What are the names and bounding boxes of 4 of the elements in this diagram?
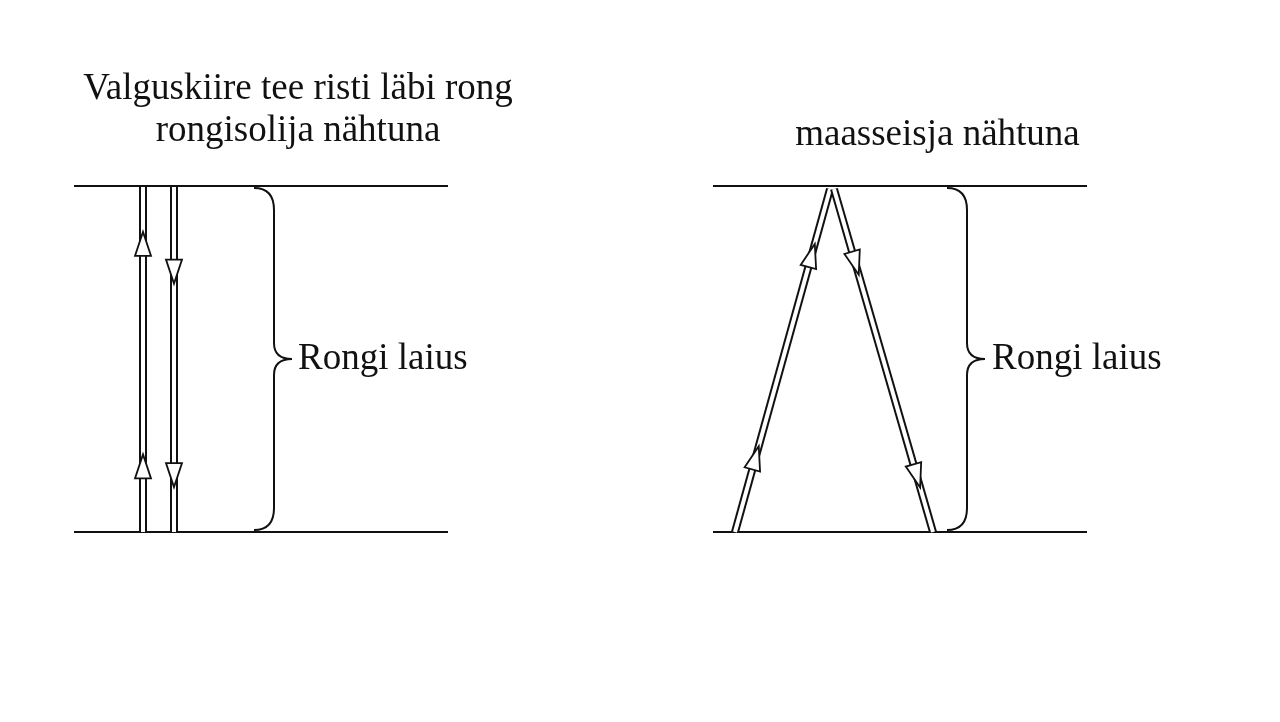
width-label: Rongi laius: [298, 336, 469, 378]
width-label: Rongi laius: [992, 336, 1163, 378]
diagram-heading: Valguskiire tee risti läbi rong rongisolija nähtuna: [82, 66, 514, 150]
diagram-heading: maasseisja nähtuna: [794, 112, 1081, 154]
